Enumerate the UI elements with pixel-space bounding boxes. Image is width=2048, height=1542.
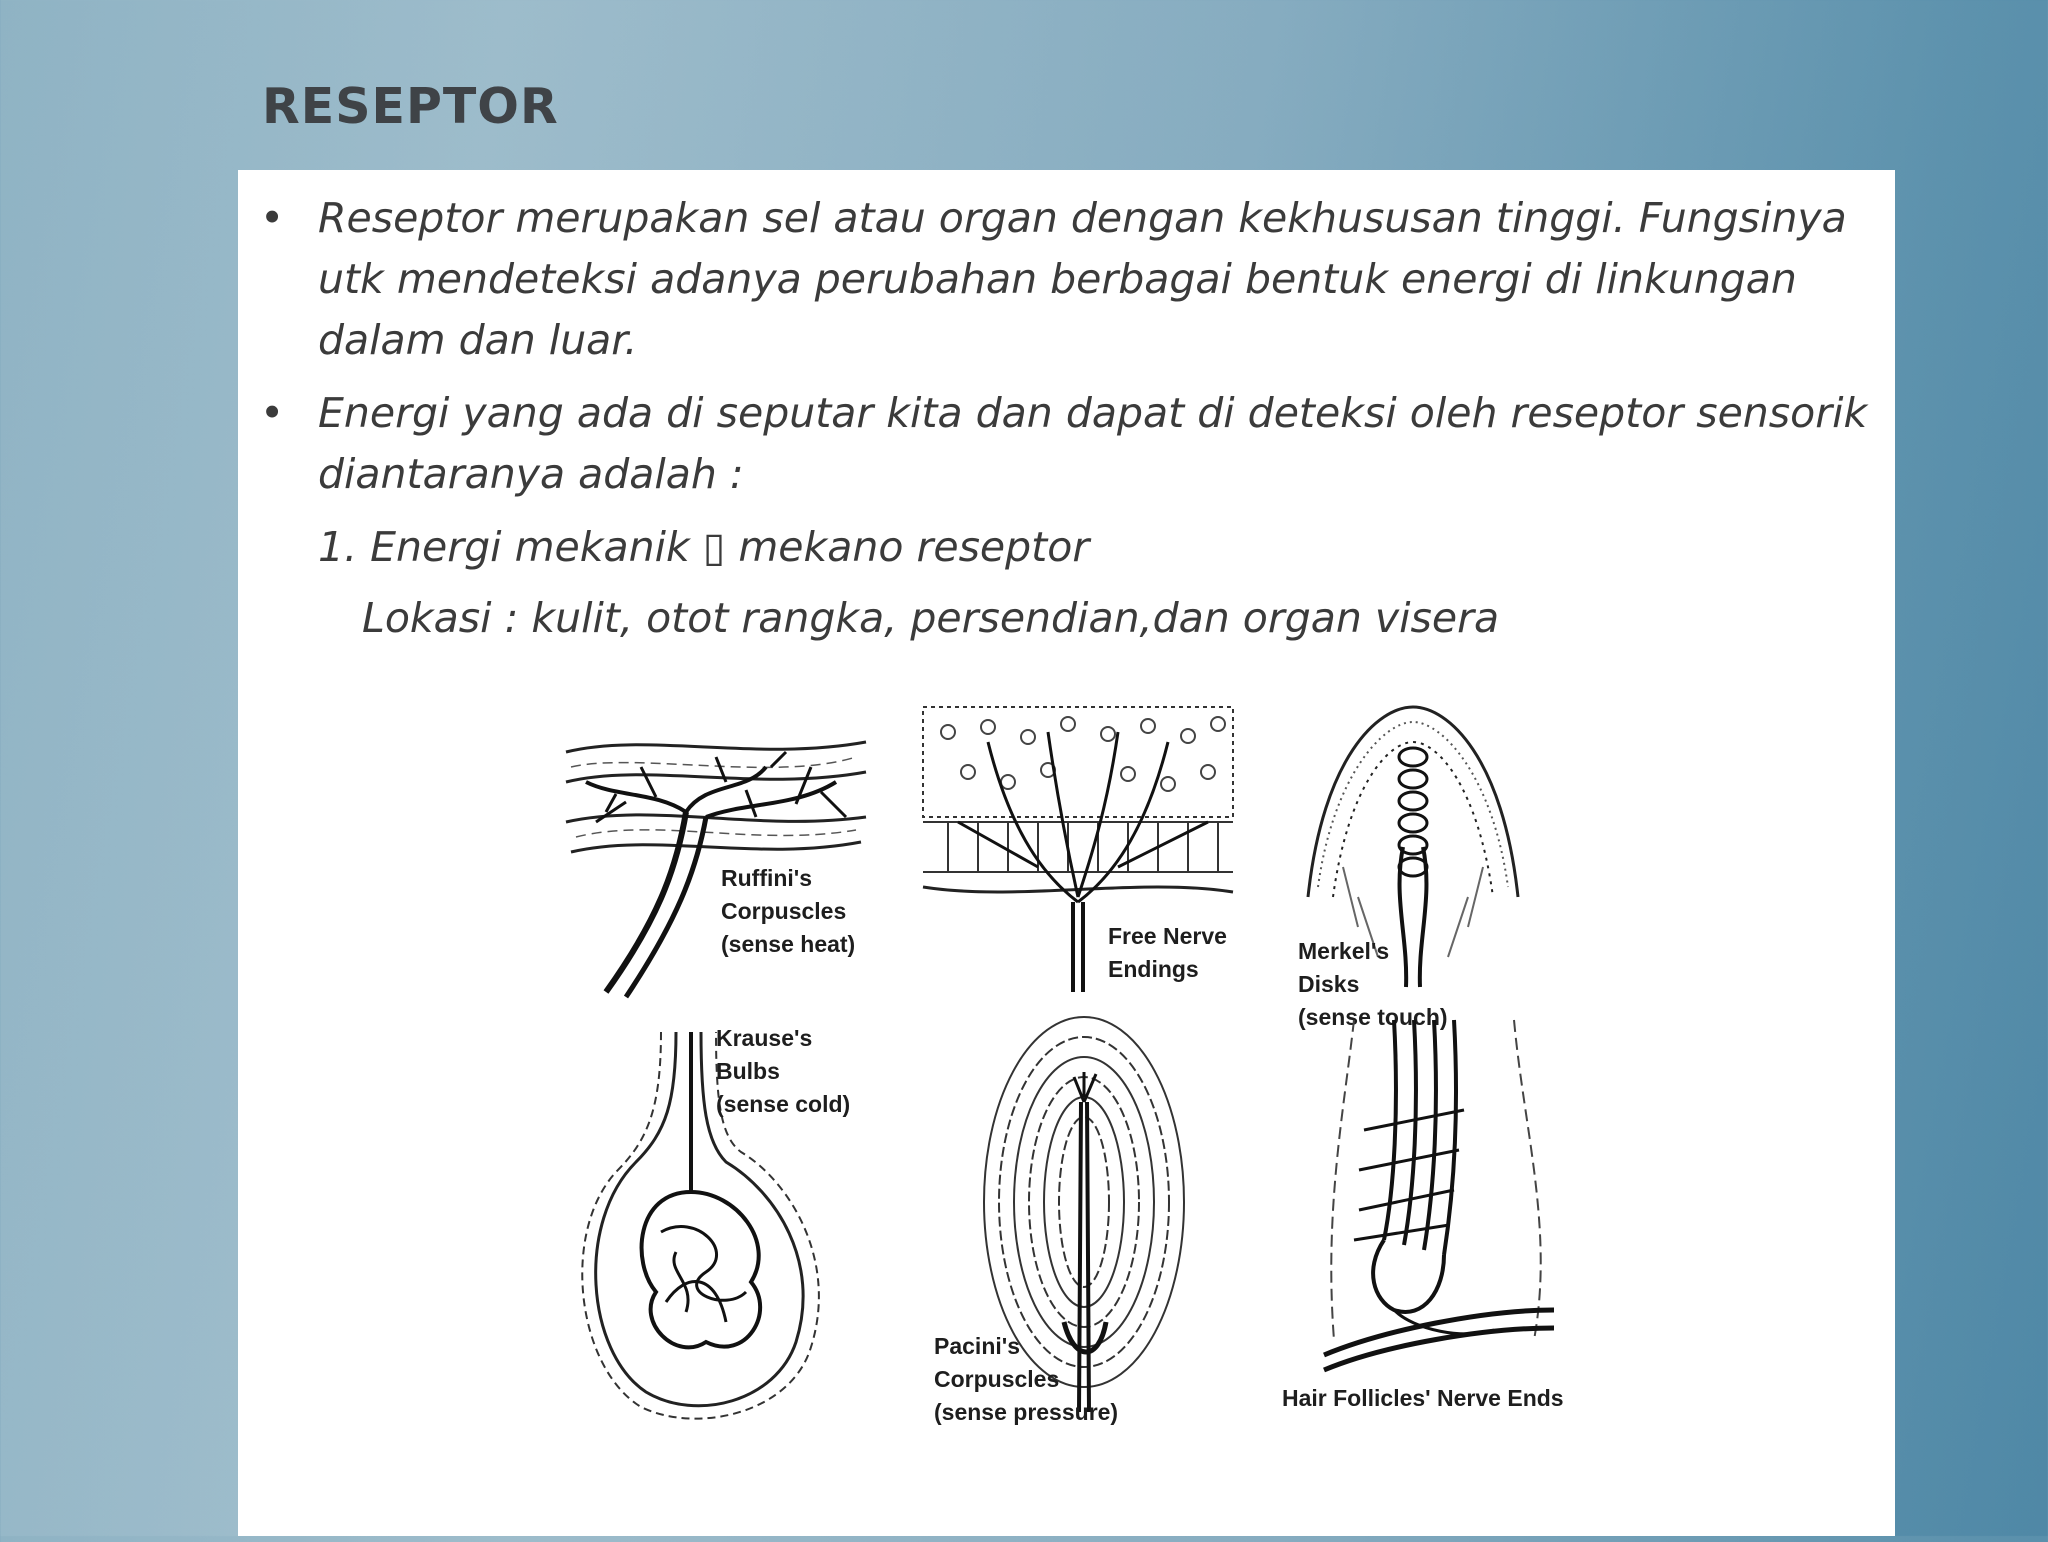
sub-item-energi-mekanik: 1. Energi mekanik ▯ mekano reseptor (318, 523, 1090, 571)
receptor-label: Free Nerve Endings (1108, 920, 1227, 986)
label-line: Merkel's (1298, 938, 1390, 964)
label-line: Corpuscles (721, 898, 847, 924)
label-line: (sense touch) (1298, 1004, 1448, 1030)
slide-title: RESEPTOR (262, 78, 559, 135)
label-line: Free Nerve (1108, 923, 1227, 949)
label-line: Endings (1108, 956, 1199, 982)
bullet-text: Energi yang ada di seputar kita dan dapa… (318, 389, 1868, 498)
receptor-merkel: Merkel's Disks (sense touch) (1298, 697, 1528, 1030)
label-line: (sense pressure) (934, 1399, 1119, 1425)
receptor-label: Ruffini's Corpuscles (sense heat) (721, 862, 855, 961)
merkels-disks-icon (1306, 705, 1520, 988)
ruffini-corpuscles-icon (565, 740, 867, 999)
receptor-label: Hair Follicles' Nerve Ends (1282, 1382, 1564, 1415)
receptor-hair-follicle: Hair Follicles' Nerve Ends (1282, 1010, 1564, 1411)
label-line: Bulbs (716, 1058, 780, 1084)
content-panel: • Reseptor merupakan sel atau organ deng… (238, 170, 1895, 1536)
pacinis-corpuscles-icon (983, 1016, 1185, 1413)
receptor-label: Pacini's Corpuscles (sense pressure) (934, 1330, 1118, 1429)
label-line: Krause's (716, 1025, 813, 1051)
bullet-item: • Energi yang ada di seputar kita dan da… (260, 383, 1880, 505)
text-block: • Reseptor merupakan sel atau organ deng… (260, 188, 1880, 649)
bullet-icon: • (260, 194, 285, 242)
receptor-label: Krause's Bulbs (sense cold) (716, 1022, 850, 1121)
receptor-ruffini: Ruffini's Corpuscles (sense heat) (556, 722, 886, 1002)
receptor-free-nerve-endings: Free Nerve Endings (918, 702, 1248, 992)
free-nerve-endings-icon (922, 706, 1234, 992)
label-line: Corpuscles (934, 1366, 1060, 1392)
sub-item-lokasi: Lokasi : kulit, otot rangka, persendian,… (362, 594, 1500, 642)
receptor-label: Merkel's Disks (sense touch) (1298, 935, 1448, 1034)
receptor-pacini: Pacini's Corpuscles (sense pressure) (934, 1012, 1194, 1425)
bullet-text: Reseptor merupakan sel atau organ dengan… (318, 194, 1847, 364)
label-line: Pacini's (934, 1333, 1021, 1359)
hair-follicle-nerve-ends-icon (1323, 1019, 1555, 1373)
receptor-illustration: Ruffini's Corpuscles (sense heat) (556, 692, 1856, 1542)
label-line: (sense heat) (721, 931, 856, 957)
receptor-krause: Krause's Bulbs (sense cold) (576, 1022, 856, 1422)
label-line: Hair Follicles' Nerve Ends (1282, 1385, 1564, 1411)
bullet-item: • Reseptor merupakan sel atau organ deng… (260, 188, 1880, 371)
label-line: (sense cold) (716, 1091, 851, 1117)
label-line: Disks (1298, 971, 1360, 997)
label-line: Ruffini's (721, 865, 813, 891)
krauses-bulbs-icon (581, 1031, 820, 1420)
bullet-icon: • (260, 389, 285, 437)
